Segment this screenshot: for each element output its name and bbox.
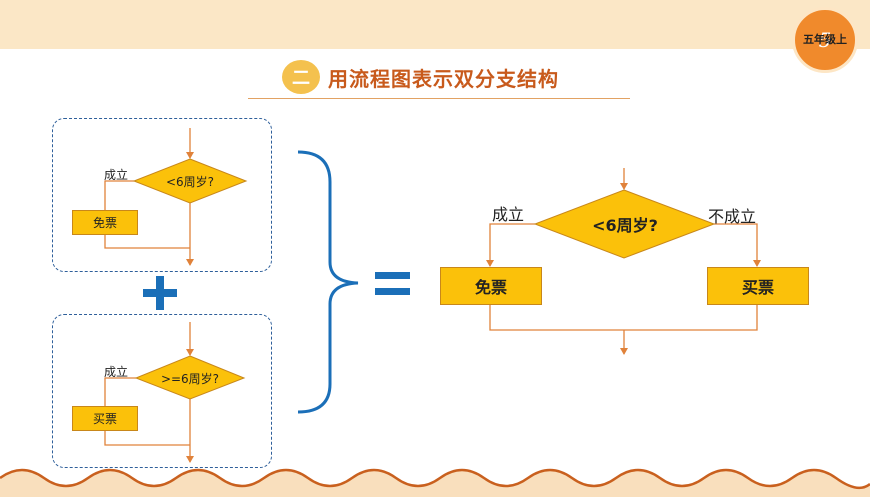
- combined-yes-label: 成立: [492, 205, 525, 224]
- right-brace-icon: [297, 150, 359, 414]
- section-number: 二: [282, 60, 320, 94]
- combined-no-label: 不成立: [708, 207, 757, 226]
- title-underline: [248, 98, 630, 99]
- bottom-condition-text: >=6周岁?: [160, 371, 220, 386]
- grade-badge: 5 五年级上: [792, 7, 858, 73]
- flow-panel-bottom: [52, 314, 272, 468]
- bottom-action-box: 买票: [72, 406, 138, 431]
- bottom-yes-label: 成立: [104, 365, 129, 379]
- combined-yes-action: 免票: [440, 267, 542, 305]
- combined-no-action: 买票: [707, 267, 809, 305]
- top-yes-label: 成立: [104, 168, 129, 182]
- header-band: [0, 0, 870, 49]
- plus-icon: [143, 276, 177, 310]
- top-condition-text: <6周岁?: [165, 174, 215, 189]
- flow-panel-top: [52, 118, 272, 272]
- top-action-box: 免票: [72, 210, 138, 235]
- equals-icon: [375, 272, 410, 295]
- section-title: 二 用流程图表示双分支结构: [282, 60, 559, 94]
- section-title-text: 用流程图表示双分支结构: [328, 66, 559, 91]
- combined-condition-text: <6周岁?: [592, 216, 658, 235]
- grade-number: 5: [818, 28, 832, 52]
- grade-label: 五年级上: [803, 33, 847, 46]
